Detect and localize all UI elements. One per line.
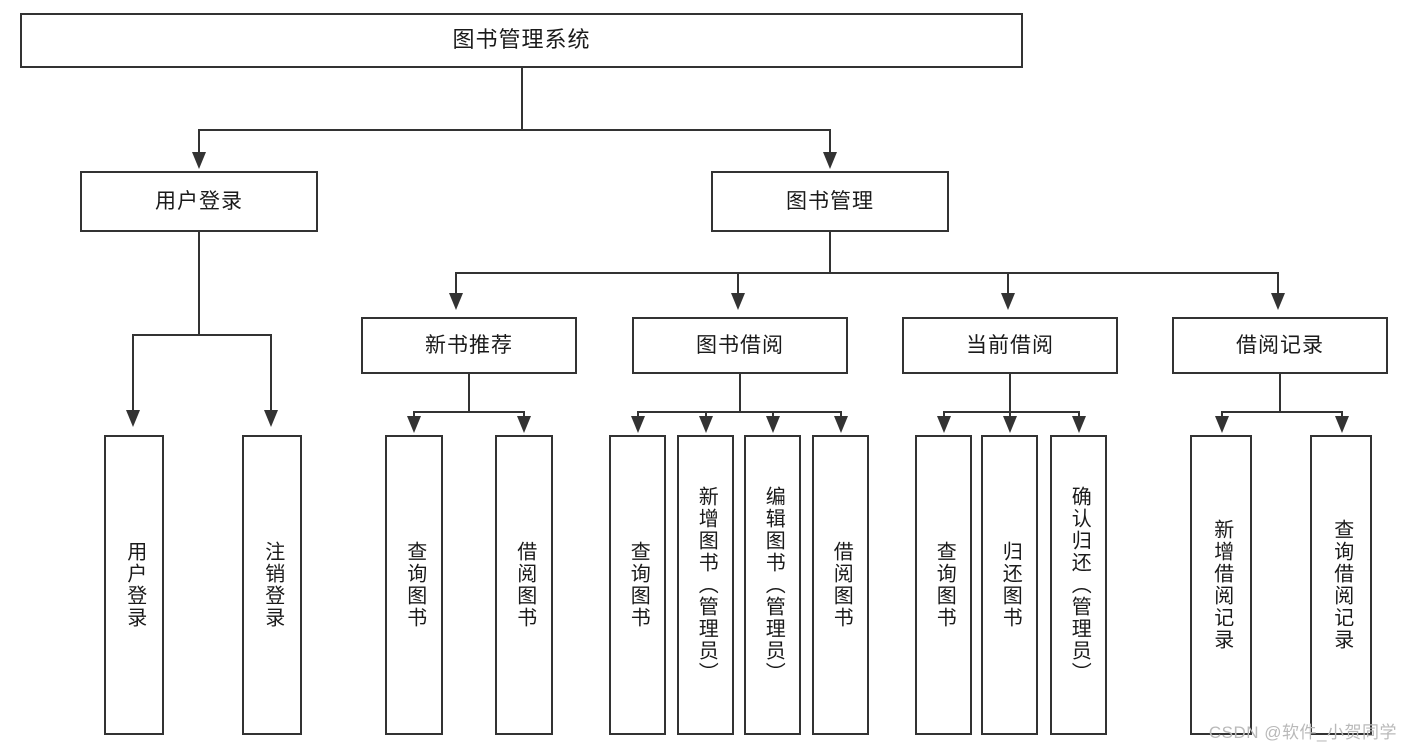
edge-current-borrow-to-leaf-1 [943, 411, 945, 419]
edge-book-borrow-bar [638, 411, 841, 413]
leaf-current-borrow-confirm-return-admin[interactable]: 确认归还（管理员） [1050, 435, 1107, 735]
node-borrow-record[interactable]: 借阅记录 [1172, 317, 1388, 374]
node-book-management[interactable]: 图书管理 [711, 171, 949, 232]
arrow-current-borrow-to-leaf-2 [1003, 416, 1017, 433]
edge-root-bar [199, 129, 831, 131]
leaf-borrow-record-add-record[interactable]: 新增借阅记录 [1190, 435, 1252, 735]
node-label: 当前借阅 [966, 333, 1054, 357]
node-label: 图书借阅 [696, 333, 784, 357]
arrow-user-login-to-leaf-2 [264, 410, 278, 427]
node-label: 借阅图书 [830, 541, 853, 629]
edge-book-borrow-to-leaf-4 [840, 411, 842, 419]
node-new-book-recommend[interactable]: 新书推荐 [361, 317, 577, 374]
arrow-root-to-user-login [192, 152, 206, 169]
node-label: 新增借阅记录 [1210, 519, 1233, 651]
edge-current-borrow-to-leaf-2 [1009, 411, 1011, 419]
arrow-new-book-recommend-to-leaf-2 [517, 416, 531, 433]
node-label: 确认归还（管理员） [1068, 486, 1091, 684]
arrow-book-management-to-child-2 [731, 293, 745, 310]
edge-new-book-recommend-to-leaf-2 [523, 411, 525, 419]
leaf-new-book-recommend-borrow-book[interactable]: 借阅图书 [495, 435, 553, 735]
node-label: 用户登录 [123, 541, 146, 629]
edge-user-login-to-leaf-1 [132, 334, 134, 413]
arrow-current-borrow-to-leaf-3 [1072, 416, 1086, 433]
node-current-borrow[interactable]: 当前借阅 [902, 317, 1118, 374]
edge-borrow-record-stem [1279, 374, 1281, 412]
leaf-book-borrow-edit-book-admin[interactable]: 编辑图书（管理员） [744, 435, 801, 735]
edge-root-to-user-login [198, 129, 200, 155]
edge-borrow-record-to-leaf-1 [1221, 411, 1223, 419]
arrow-new-book-recommend-to-leaf-1 [407, 416, 421, 433]
arrow-book-borrow-to-leaf-3 [766, 416, 780, 433]
node-label: 借阅记录 [1236, 333, 1324, 357]
edge-book-management-stem [829, 232, 831, 273]
edge-book-borrow-stem [739, 374, 741, 412]
node-label: 查询图书 [627, 541, 650, 629]
edge-book-borrow-to-leaf-2 [705, 411, 707, 419]
edge-borrow-record-bar [1222, 411, 1342, 413]
arrow-borrow-record-to-leaf-2 [1335, 416, 1349, 433]
edge-book-borrow-to-leaf-3 [772, 411, 774, 419]
edge-book-management-to-child-2 [737, 272, 739, 296]
arrow-user-login-to-leaf-1 [126, 410, 140, 427]
edge-root-stem [521, 68, 523, 130]
node-label: 查询借阅记录 [1330, 519, 1353, 651]
leaf-current-borrow-query-book[interactable]: 查询图书 [915, 435, 972, 735]
arrow-borrow-record-to-leaf-1 [1215, 416, 1229, 433]
arrow-root-to-book-management [823, 152, 837, 169]
node-label: 用户登录 [155, 189, 243, 213]
node-label: 新书推荐 [425, 333, 513, 357]
node-book-management-system[interactable]: 图书管理系统 [20, 13, 1023, 68]
edge-new-book-recommend-stem [468, 374, 470, 412]
node-label: 归还图书 [999, 541, 1022, 629]
leaf-book-borrow-add-book-admin[interactable]: 新增图书（管理员） [677, 435, 734, 735]
leaf-current-borrow-return-book[interactable]: 归还图书 [981, 435, 1038, 735]
edge-book-management-to-child-3 [1007, 272, 1009, 296]
node-book-borrow[interactable]: 图书借阅 [632, 317, 848, 374]
edge-book-management-to-child-4 [1277, 272, 1279, 296]
arrow-book-borrow-to-leaf-2 [699, 416, 713, 433]
arrow-current-borrow-to-leaf-1 [937, 416, 951, 433]
node-label: 查询图书 [933, 541, 956, 629]
edge-new-book-recommend-bar [414, 411, 524, 413]
node-label: 新增图书（管理员） [695, 486, 718, 684]
edge-user-login-to-leaf-2 [270, 334, 272, 413]
node-label: 借阅图书 [513, 541, 536, 629]
edge-root-to-book-management [829, 129, 831, 155]
arrow-book-management-to-child-4 [1271, 293, 1285, 310]
edge-borrow-record-to-leaf-2 [1341, 411, 1343, 419]
node-label: 编辑图书（管理员） [762, 486, 785, 684]
leaf-book-borrow-query-book[interactable]: 查询图书 [609, 435, 666, 735]
edge-user-login-bar [133, 334, 272, 336]
arrow-book-borrow-to-leaf-4 [834, 416, 848, 433]
node-label: 查询图书 [403, 541, 426, 629]
edge-current-borrow-stem [1009, 374, 1011, 412]
edge-book-management-bar [456, 272, 1278, 274]
leaf-new-book-recommend-query-book[interactable]: 查询图书 [385, 435, 443, 735]
arrow-book-management-to-child-3 [1001, 293, 1015, 310]
node-label: 图书管理系统 [452, 27, 591, 53]
edge-new-book-recommend-to-leaf-1 [413, 411, 415, 419]
arrow-book-management-to-child-1 [449, 293, 463, 310]
edge-current-borrow-bar [944, 411, 1079, 413]
arrow-book-borrow-to-leaf-1 [631, 416, 645, 433]
leaf-borrow-record-query-record[interactable]: 查询借阅记录 [1310, 435, 1372, 735]
leaf-user-login-login[interactable]: 用户登录 [104, 435, 164, 735]
leaf-book-borrow-borrow-book[interactable]: 借阅图书 [812, 435, 869, 735]
node-label: 图书管理 [786, 189, 874, 213]
node-label: 注销登录 [261, 541, 284, 629]
edge-user-login-stem [198, 232, 200, 335]
edge-current-borrow-to-leaf-3 [1078, 411, 1080, 419]
leaf-user-login-logout[interactable]: 注销登录 [242, 435, 302, 735]
edge-book-borrow-to-leaf-1 [637, 411, 639, 419]
node-user-login[interactable]: 用户登录 [80, 171, 318, 232]
edge-book-management-to-child-1 [455, 272, 457, 296]
